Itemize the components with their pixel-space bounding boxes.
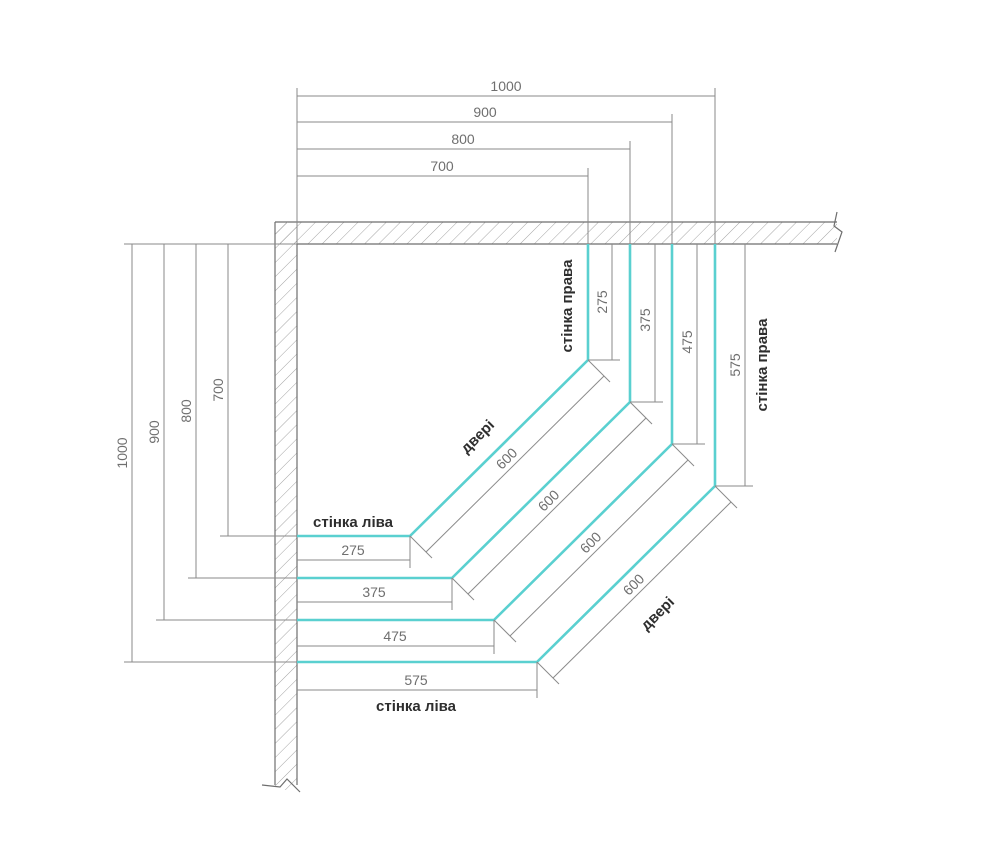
right-wall-outer-label: стінка права (754, 318, 771, 412)
side-dim-label: 275 (594, 290, 610, 314)
right-panel-dimension-275: 275 (588, 244, 620, 361)
top-dimension-800: 800 (297, 131, 631, 244)
top-dim-label: 700 (430, 158, 454, 174)
left-dim-label: 800 (178, 399, 194, 423)
left-wall-top-label: стінка ліва (313, 514, 394, 531)
right-wall-inner-label: стінка права (559, 259, 576, 353)
side-dim-label: 375 (637, 308, 653, 332)
side-dim-label: 575 (727, 353, 743, 377)
door-bottom-label: двері (638, 594, 678, 634)
left-dim-label: 900 (146, 420, 162, 444)
door-dimension-1: 600 (409, 359, 611, 559)
top-dim-label: 900 (473, 104, 497, 120)
bottom-panel-dimension-375: 375 (297, 578, 453, 610)
right-panel-dimension-375: 375 (630, 244, 663, 403)
top-dim-label: 1000 (490, 78, 521, 94)
left-dimension-1000: 1000 (114, 243, 297, 663)
bottom-dim-label: 375 (362, 584, 386, 600)
left-dimension-700: 700 (210, 244, 297, 537)
enclosure-800-glass (297, 244, 632, 580)
top-dimension-1000: 1000 (296, 78, 716, 244)
bottom-panel-dimension-475: 475 (297, 620, 495, 654)
door-top-label: двері (458, 417, 498, 457)
bottom-dim-label: 275 (341, 542, 365, 558)
enclosure-700-glass (297, 244, 590, 538)
left-wall-bottom-label: стінка ліва (376, 698, 457, 715)
enclosure-900-glass (297, 244, 674, 622)
top-dimension-700: 700 (297, 158, 589, 244)
bottom-panel-dimension-575: 575 (297, 662, 538, 698)
top-dimension-900: 900 (297, 104, 673, 244)
door-dimension-4: 600 (536, 485, 738, 685)
bottom-panel-dimension-275: 275 (297, 536, 411, 568)
bottom-dim-label: 475 (383, 628, 407, 644)
top-dim-label: 800 (451, 131, 475, 147)
left-dimension-900: 900 (146, 244, 297, 621)
left-dim-label: 700 (210, 378, 226, 402)
top-wall (275, 211, 843, 253)
side-dim-label: 475 (679, 330, 695, 354)
left-wall (261, 222, 301, 793)
bottom-dim-label: 575 (404, 672, 428, 688)
left-dimension-800: 800 (178, 244, 297, 579)
right-panel-dimension-475: 475 (672, 244, 705, 445)
right-panel-dimension-575: 575 (715, 244, 753, 487)
enclosure-1000-glass (297, 244, 717, 664)
left-dim-label: 1000 (114, 437, 130, 468)
